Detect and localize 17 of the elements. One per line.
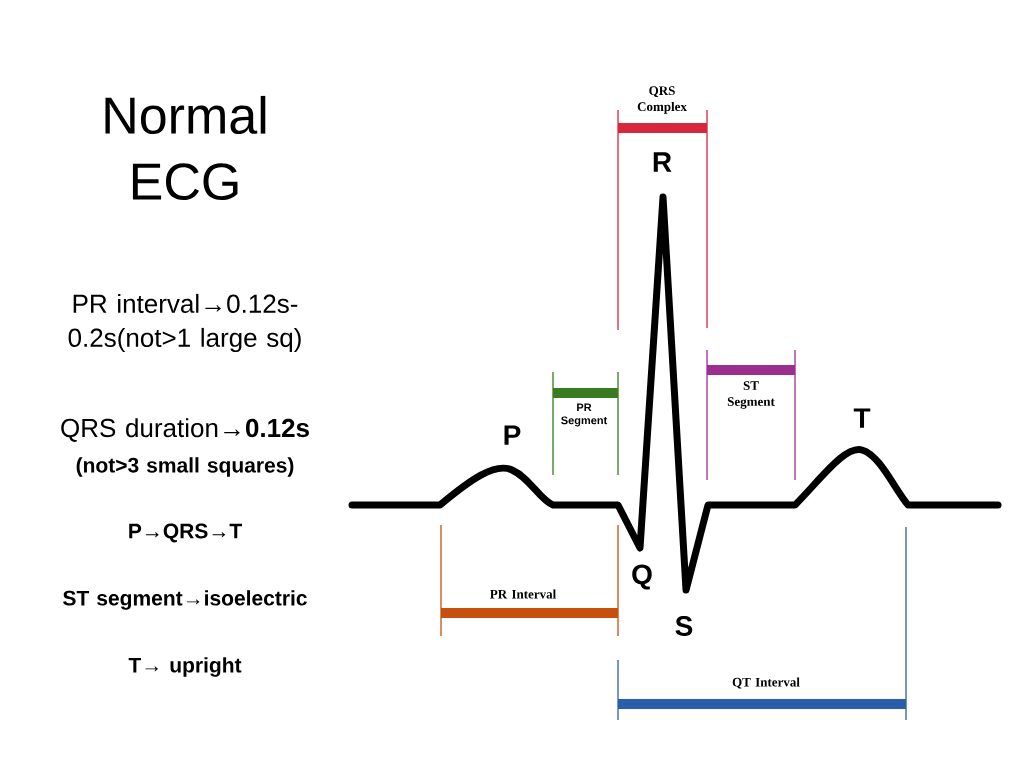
wave-label: R xyxy=(653,152,672,172)
bracket-label: ST Segment xyxy=(727,381,775,409)
title: Normal ECG xyxy=(105,95,266,201)
wave-label: Q xyxy=(632,564,652,590)
note-text: QRS duration→0.12s xyxy=(61,418,309,442)
note-text: P→QRS→T xyxy=(129,523,242,543)
note-text: PR interval→0.12s-0.2s(not>1 large sq) xyxy=(68,293,301,353)
wave-label: T xyxy=(853,408,871,428)
bracket-label: QRS Complex xyxy=(637,86,687,114)
note-text: ST segment→isoelectric xyxy=(63,590,307,610)
wave-label: S xyxy=(675,616,693,636)
note-text: (not>3 small squares) xyxy=(76,457,294,477)
note-text: T→ upright xyxy=(128,657,242,677)
bracket-label: QT Interval xyxy=(732,677,800,689)
wave-label: P xyxy=(504,425,521,445)
bracket-label: PR Segment xyxy=(561,403,608,427)
bracket-label: PR Interval xyxy=(490,589,556,599)
